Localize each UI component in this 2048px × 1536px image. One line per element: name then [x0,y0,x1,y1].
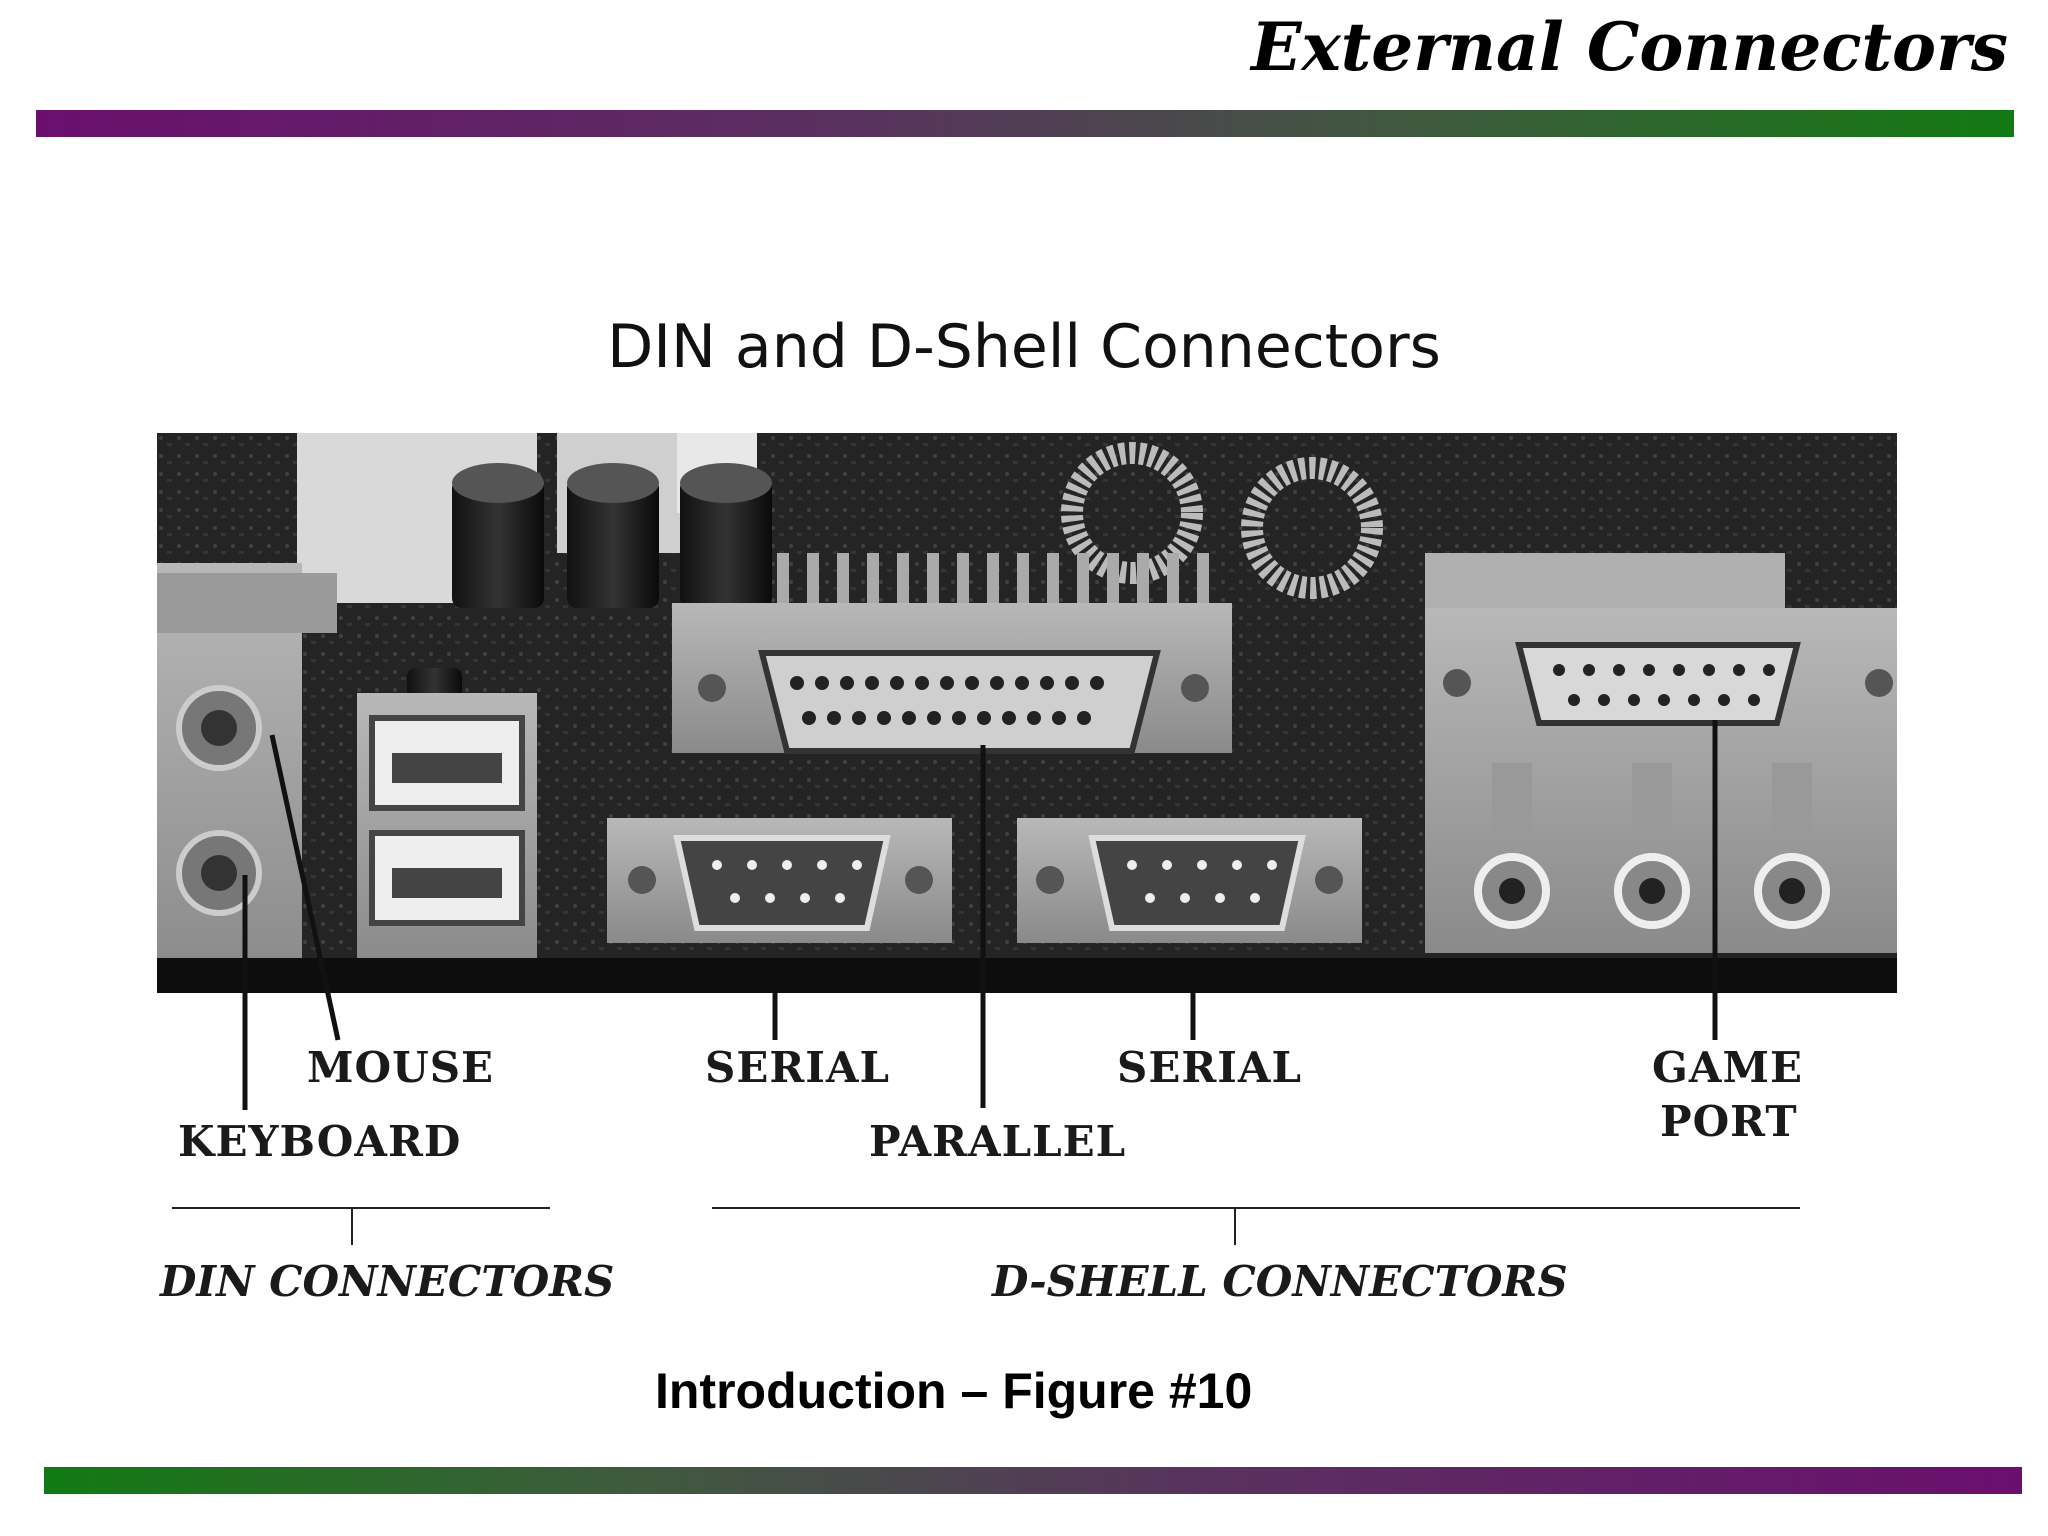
keyboard-label: KEYBOARD [178,1117,462,1166]
figure-title: DIN and D-Shell Connectors [607,312,1441,382]
parallel-label: PARALLEL [869,1117,1127,1166]
slide-title: External Connectors [1251,8,2008,86]
din-connectors-label: DIN CONNECTORS [160,1257,615,1306]
game-port-label-line1: GAME [1652,1043,1803,1092]
serial-right-label: SERIAL [1117,1043,1303,1092]
dshell-connectors-label: D-SHELL CONNECTORS [992,1257,1568,1306]
bottom-gradient-bar [44,1467,2022,1494]
figure-caption: Introduction – Figure #10 [655,1363,1253,1419]
serial-left-label: SERIAL [705,1043,891,1092]
top-gradient-bar [36,110,2014,137]
game-port-label-line2: PORT [1660,1097,1798,1146]
motherboard-back-panel-image [157,433,1897,993]
mouse-label: MOUSE [307,1043,495,1092]
